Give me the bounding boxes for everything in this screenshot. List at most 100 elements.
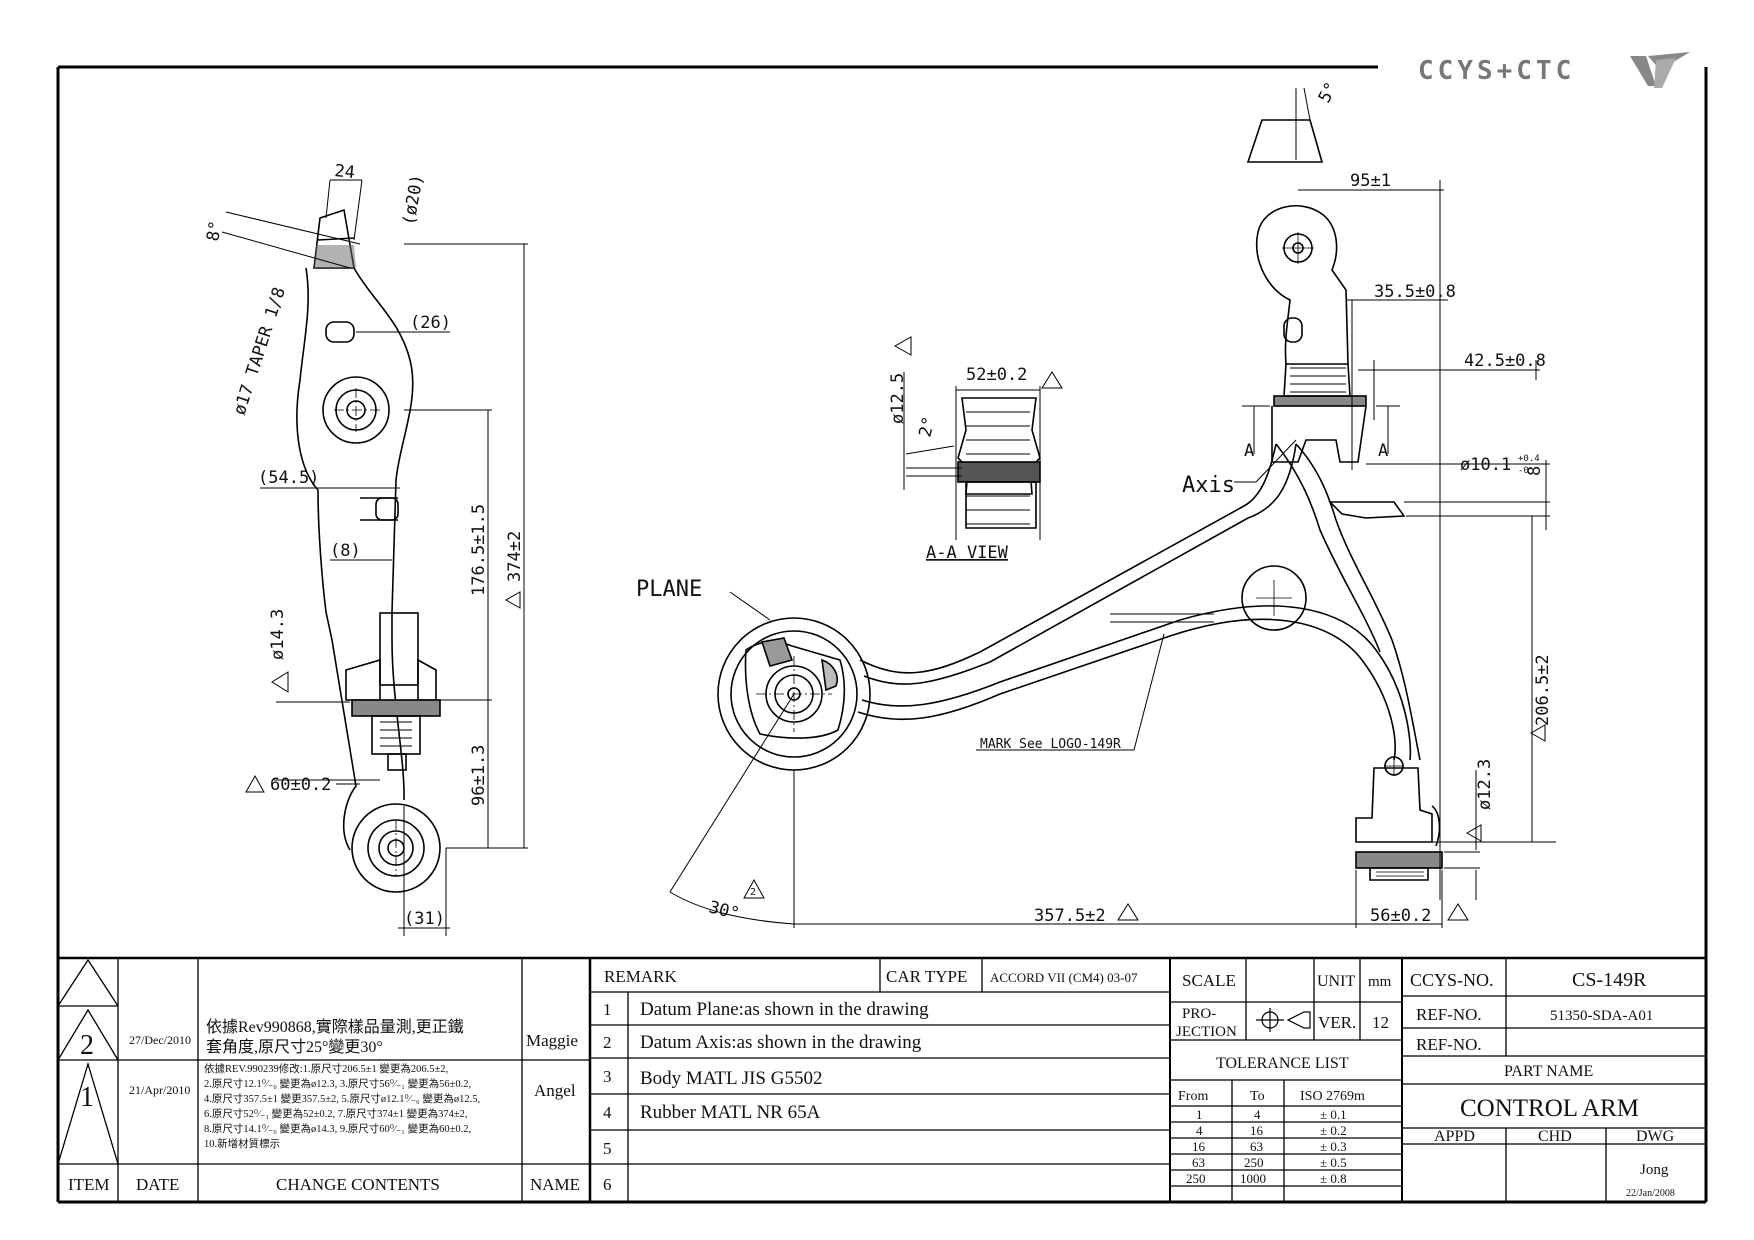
- drawing-date: 22/Jan/2008: [1626, 1188, 1675, 1199]
- remark-2-text: Datum Axis:as shown in the drawing: [640, 1032, 922, 1053]
- tolerance-row-1-to: 4: [1254, 1107, 1261, 1122]
- revision-2-contents-line2: 套角度,原尺寸25°變更30°: [206, 1038, 383, 1056]
- dim-angle-8: 8°: [203, 219, 226, 243]
- remark-1-number: 1: [603, 1000, 612, 1019]
- dim-phi12-3: ø12.3: [1475, 759, 1495, 810]
- tolerance-header-iso: ISO 2769m: [1300, 1089, 1365, 1104]
- label-axis: Axis: [1182, 473, 1235, 498]
- dim-54-5: (54.5): [258, 468, 319, 488]
- section-a-a-texts: ø12.5 52±0.2 2° A-A VIEW: [888, 336, 1063, 563]
- version-label: VER.: [1318, 1013, 1356, 1032]
- projection-symbol-icon: [1256, 1008, 1311, 1032]
- top-view-dimension-lines: [669, 87, 1556, 928]
- tolerance-row-5-tol: ± 0.8: [1320, 1171, 1347, 1186]
- dim-52: 52±0.2: [966, 365, 1027, 385]
- dim-angle-5: 5°: [1315, 79, 1342, 106]
- dim-176-5: 176.5±1.5: [469, 504, 489, 596]
- header-name: NAME: [530, 1175, 580, 1194]
- remark-3-number: 3: [603, 1067, 612, 1086]
- tolerance-row-4-tol: ± 0.5: [1320, 1155, 1347, 1170]
- revision-1-name: Angel: [534, 1081, 576, 1100]
- dim-96: 96±1.3: [469, 745, 489, 806]
- dim-phi20: (ø20): [399, 173, 428, 227]
- tolerance-row-3-to: 63: [1250, 1139, 1263, 1154]
- tolerance-row-2-tol: ± 0.2: [1320, 1123, 1347, 1138]
- side-view-dimension-texts: 24 (ø20) 8° ø17 TAPER 1/8 (26) (54.5) (8…: [203, 161, 525, 929]
- side-view-dimension-lines: [221, 179, 528, 936]
- revision-2-contents-line1: 依據Rev990868,實際樣品量測,更正鐵: [206, 1017, 464, 1036]
- revision-1-contents-line1: 依據REV.990239修改:1.原尺寸206.5±1 變更為206.5±2,: [204, 1062, 448, 1075]
- tolerance-row-2-to: 16: [1250, 1123, 1264, 1138]
- projection-label-2: JECTION: [1176, 1024, 1237, 1040]
- dim-phi10-1: ø10.1: [1460, 455, 1511, 475]
- tolerance-row-5-to: 1000: [1240, 1171, 1266, 1186]
- dim-taper: ø17 TAPER 1/8: [230, 285, 290, 418]
- dim-phi10-1-upper: +0.4: [1518, 454, 1540, 464]
- dim-8: (8): [330, 541, 361, 561]
- logo-mark-icon: [1630, 52, 1690, 88]
- remark-4-number: 4: [603, 1103, 612, 1122]
- remark-2-number: 2: [603, 1033, 612, 1052]
- header-date: DATE: [136, 1175, 179, 1194]
- tolerance-row-2-from: 4: [1196, 1123, 1203, 1138]
- sheet-frame: [56, 65, 1708, 1204]
- chd-label: CHD: [1538, 1128, 1572, 1145]
- appd-label: APPD: [1434, 1128, 1475, 1145]
- tolerance-row-1-tol: ± 0.1: [1320, 1107, 1347, 1122]
- dim-42-5: 42.5±0.8: [1464, 351, 1546, 371]
- ccys-no-label: CCYS-NO.: [1410, 970, 1494, 990]
- side-view: [296, 208, 441, 893]
- section-title: A-A VIEW: [926, 543, 1009, 563]
- label-plane: PLANE: [636, 577, 702, 602]
- tolerance-row-4-to: 250: [1244, 1155, 1264, 1170]
- dim-phi12-5: ø12.5: [888, 373, 908, 424]
- dim-26: (26): [410, 313, 451, 333]
- header-change-contents: CHANGE CONTENTS: [276, 1175, 440, 1194]
- revision-mark-2: 2: [750, 887, 756, 898]
- header-item: ITEM: [68, 1175, 110, 1194]
- dim-angle-30: 30°: [707, 897, 742, 924]
- revision-2-number: 2: [80, 1030, 94, 1061]
- revision-1-contents-line5: 8.原尺寸14.1⁰⁄₋₀ 變更為ø14.3, 9.原尺寸60⁰⁄₋₁ 變更為6…: [204, 1122, 471, 1135]
- part-name-label: PART NAME: [1504, 1063, 1593, 1080]
- top-view: [717, 119, 1443, 881]
- title-block-texts: 2 27/Dec/2010 依據Rev990868,實際樣品量測,更正鐵 套角度…: [68, 967, 1675, 1199]
- dim-31: (31): [404, 909, 445, 929]
- version-value: 12: [1372, 1013, 1389, 1032]
- company-logo: CCYS+CTC: [1418, 52, 1690, 88]
- unit-value: mm: [1368, 974, 1392, 990]
- car-type-value: ACCORD VII (CM4) 03-07: [990, 970, 1138, 985]
- part-name-value: CONTROL ARM: [1460, 1095, 1639, 1122]
- dim-374: 374±2: [505, 531, 525, 582]
- revision-2-name: Maggie: [526, 1031, 578, 1050]
- ref-no-2-label: REF-NO.: [1416, 1035, 1482, 1054]
- dim-phi10-1-lower: -0: [1518, 466, 1529, 476]
- tolerance-header-to: To: [1250, 1089, 1265, 1104]
- revision-1-number: 1: [80, 1082, 94, 1113]
- remark-1-text: Datum Plane:as shown in the drawing: [640, 999, 929, 1020]
- top-view-texts: 5° 95±1 35.5±0.8 42.5±0.8 ø10.1 +0.4 -0 …: [636, 79, 1553, 926]
- dim-95: 95±1: [1350, 171, 1391, 191]
- dim-56: 56±0.2: [1370, 906, 1431, 926]
- tolerance-row-1-from: 1: [1196, 1107, 1203, 1122]
- remark-6-number: 6: [603, 1175, 612, 1194]
- title-block-grid: [57, 956, 1706, 1202]
- dim-60: 60±0.2: [270, 775, 331, 795]
- dim-35-5: 35.5±0.8: [1374, 282, 1456, 302]
- tolerance-row-5-from: 250: [1186, 1171, 1206, 1186]
- revision-1-date: 21/Apr/2010: [129, 1083, 190, 1097]
- ref-no-value: 51350-SDA-A01: [1550, 1008, 1653, 1024]
- logo-text: CCYS+CTC: [1418, 56, 1575, 86]
- label-mark: MARK See LOGO-149R: [980, 737, 1121, 752]
- section-arrow-a-left: A: [1244, 441, 1254, 461]
- dim-angle-2: 2°: [915, 414, 939, 439]
- dim-206-5: 206.5±2: [1533, 654, 1553, 726]
- scale-label: SCALE: [1182, 971, 1236, 990]
- ccys-no-value: CS-149R: [1572, 969, 1647, 991]
- dwg-label: DWG: [1636, 1128, 1675, 1145]
- remark-header: REMARK: [604, 967, 677, 986]
- revision-1-contents-line3: 4.原尺寸357.5±1 變更357.5±2, 5.原尺寸ø12.1⁰⁄₋₀ 變…: [204, 1092, 480, 1105]
- section-a-a-view: [903, 372, 1041, 540]
- remark-4-text: Rubber MATL NR 65A: [640, 1102, 821, 1123]
